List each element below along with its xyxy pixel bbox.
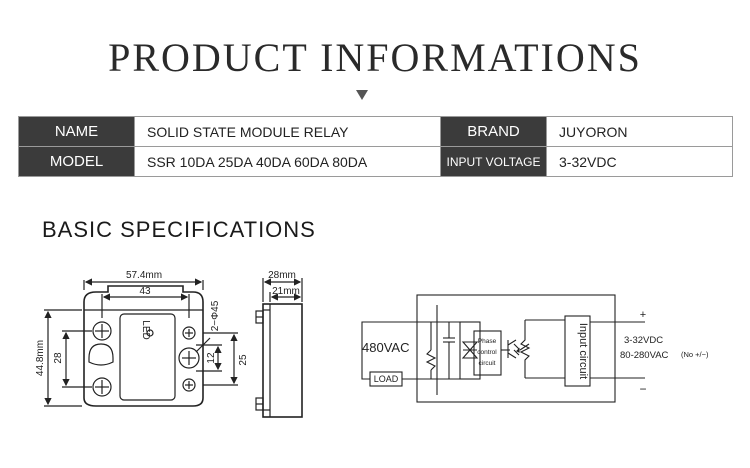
width-outer-label: 57.4mm bbox=[126, 270, 162, 281]
phase-control-line1: Phase bbox=[478, 338, 497, 345]
down-arrow-icon bbox=[356, 90, 368, 100]
page-title: PRODUCT INFORMATIONS bbox=[108, 35, 642, 80]
model-label: MODEL bbox=[18, 146, 135, 177]
front-view-labels: 57.4mm 43 44.8mm 28 2−Φ45 12 25 LED bbox=[35, 270, 249, 376]
product-info-table: NAME SOLID STATE MODULE RELAY BRAND JUYO… bbox=[18, 116, 733, 177]
side-view-labels: 28mm 21mm bbox=[268, 270, 300, 297]
phase-control-line3: circuit bbox=[479, 360, 496, 367]
circuit-labels: 480VAC LOAD Phase control circuit Input … bbox=[362, 309, 709, 396]
name-value: SOLID STATE MODULE RELAY bbox=[134, 116, 441, 147]
brand-value: JUYORON bbox=[546, 116, 733, 147]
front-view-drawing bbox=[44, 278, 238, 407]
width-inner-label: 43 bbox=[139, 286, 151, 297]
input-circuit-label: Input circuit bbox=[577, 323, 589, 379]
height-inner-label: 28 bbox=[53, 352, 64, 364]
load-voltage-label: 480VAC bbox=[362, 340, 409, 355]
hole-diameter-label: 2−Φ45 bbox=[210, 300, 221, 331]
section-heading: BASIC SPECIFICATIONS bbox=[42, 217, 316, 242]
table-row: NAME SOLID STATE MODULE RELAY BRAND JUYO… bbox=[18, 116, 733, 147]
dim-12-label: 12 bbox=[206, 352, 217, 364]
minus-terminal-label: − bbox=[639, 382, 646, 396]
input-voltage-label: INPUT VOLTAGE bbox=[440, 146, 547, 177]
polarity-note: (No +/−) bbox=[681, 350, 709, 359]
model-value: SSR 10DA 25DA 40DA 60DA 80DA bbox=[134, 146, 441, 177]
table-row: MODEL SSR 10DA 25DA 40DA 60DA 80DA INPUT… bbox=[18, 146, 733, 177]
brand-label: BRAND bbox=[440, 116, 547, 147]
load-label: LOAD bbox=[374, 374, 399, 384]
side-width-inner-label: 21mm bbox=[272, 286, 300, 297]
side-width-outer-label: 28mm bbox=[268, 270, 296, 281]
circuit-diagram bbox=[361, 294, 645, 403]
side-view-drawing bbox=[255, 278, 303, 418]
dim-25-label: 25 bbox=[238, 354, 249, 366]
input-voltage-spec: 3-32VDC bbox=[624, 335, 663, 346]
plus-terminal-label: + bbox=[640, 309, 646, 321]
ac-range-spec: 80-280VAC bbox=[620, 350, 669, 361]
phase-control-line2: control bbox=[477, 349, 497, 356]
input-voltage-value: 3-32VDC bbox=[546, 146, 733, 177]
name-label: NAME bbox=[18, 116, 135, 147]
led-label: LED bbox=[140, 320, 151, 339]
height-outer-label: 44.8mm bbox=[35, 340, 46, 376]
